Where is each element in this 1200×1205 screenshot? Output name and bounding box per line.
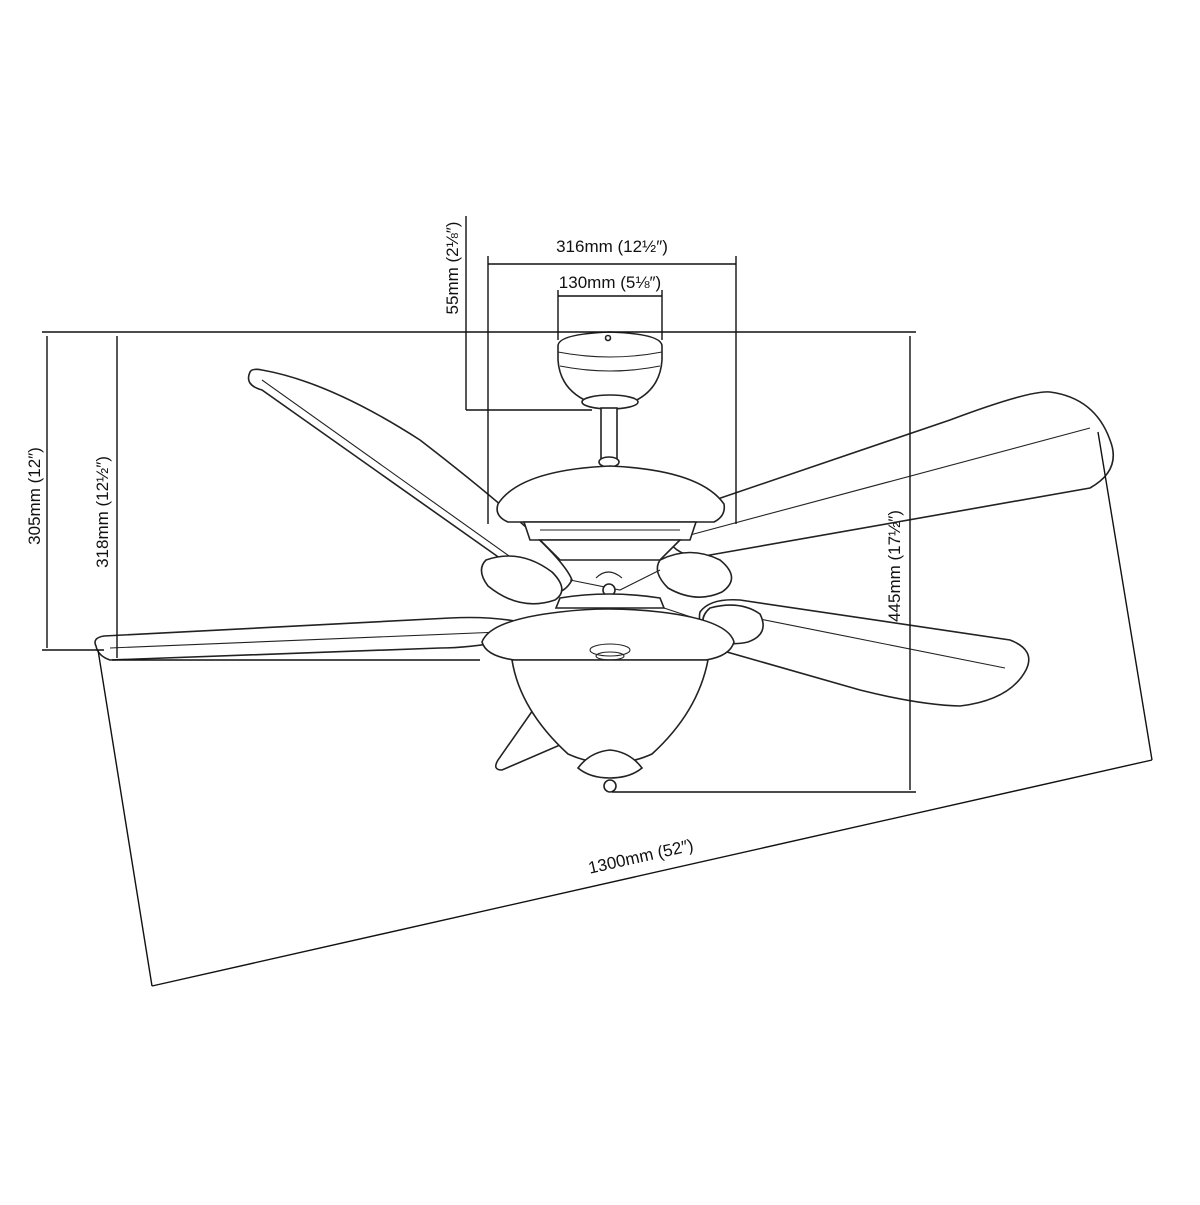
light-kit xyxy=(481,593,735,793)
blade-height-label: 305mm (12″) xyxy=(25,447,44,545)
ceiling-canopy xyxy=(557,331,663,410)
fan-blade-left xyxy=(94,616,522,661)
ceiling-to-blade-label: 318mm (12½″) xyxy=(93,456,112,568)
blade-span-label: 1300mm (52″) xyxy=(586,836,695,878)
downrod xyxy=(598,407,620,468)
canopy-width-label: 316mm (12½″) xyxy=(556,237,668,256)
overall-height-label: 445mm (17½″) xyxy=(885,510,904,622)
dimension-lines xyxy=(42,216,1153,987)
canopy-height-label: 55mm (2⅛″) xyxy=(443,222,462,315)
motor-housing xyxy=(496,465,726,597)
mount-width-label: 130mm (5⅛″) xyxy=(559,273,661,292)
ceiling-fan xyxy=(94,331,1115,793)
